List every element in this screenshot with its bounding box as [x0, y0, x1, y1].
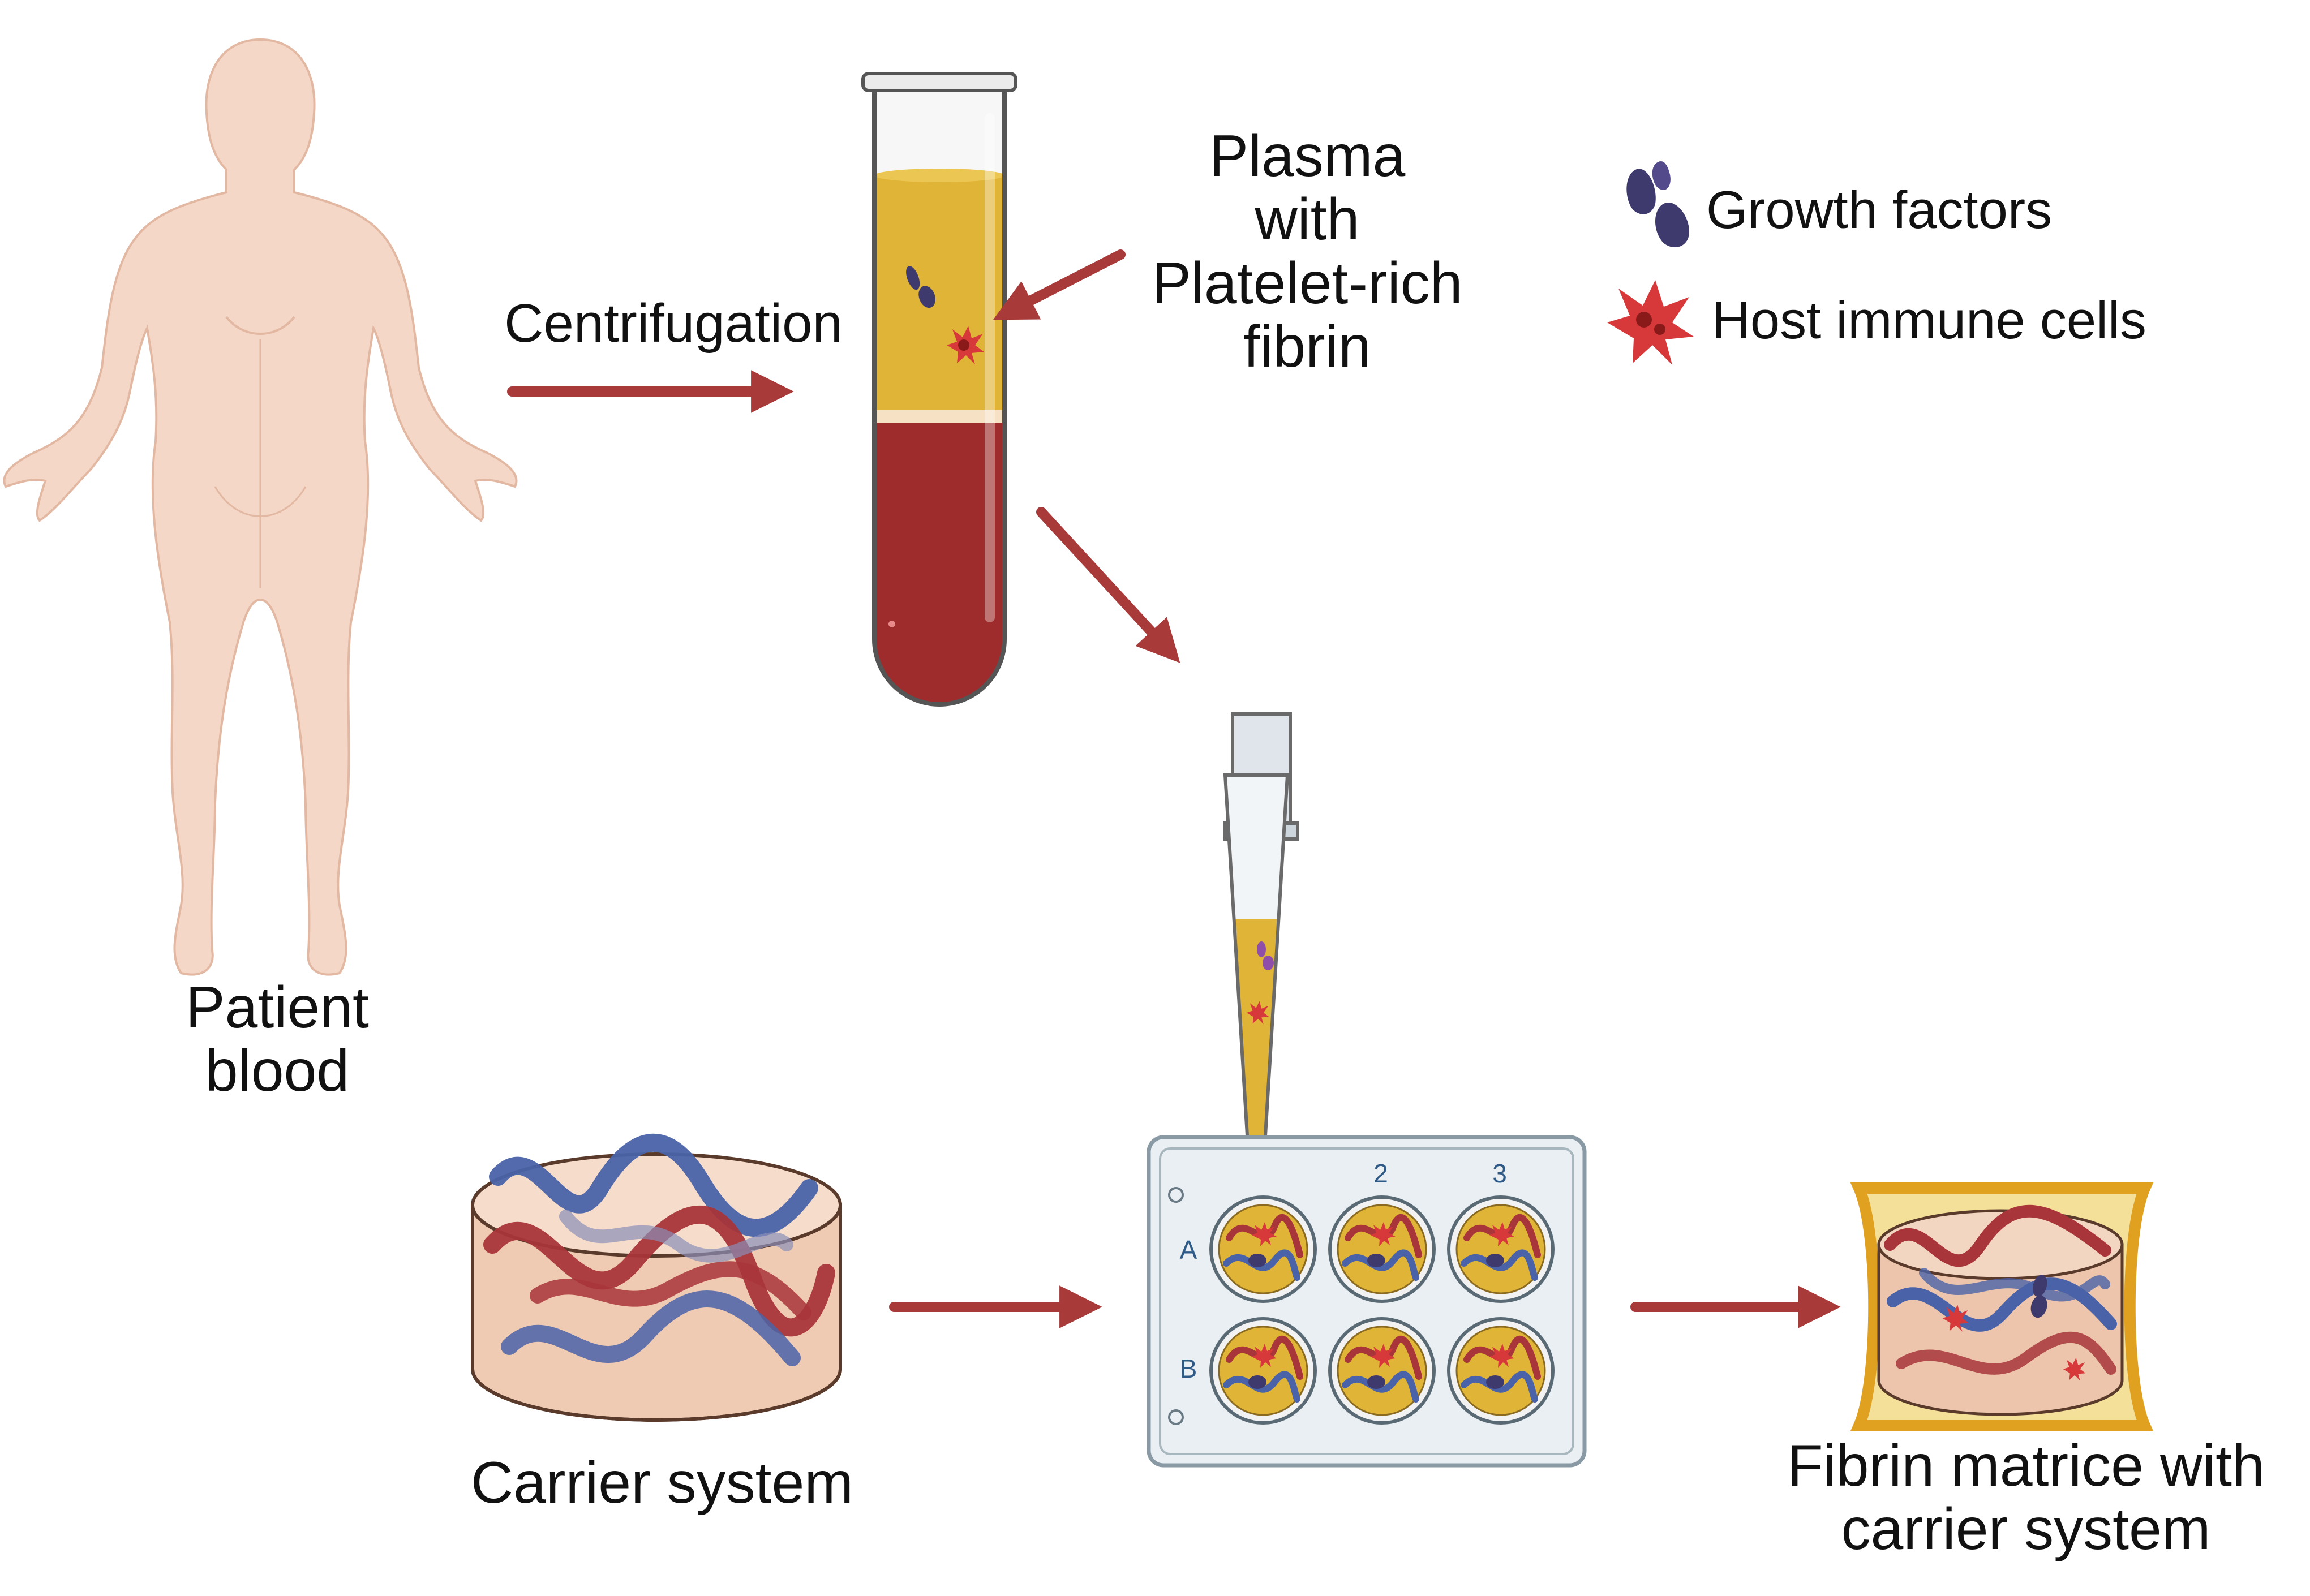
plasma-label-line1: Plasma [1209, 123, 1406, 189]
plate-row-label-B: B [1179, 1354, 1197, 1383]
growth-factor-icon [2030, 1275, 2047, 1318]
immune-cell-icon [947, 326, 984, 364]
plate-well [1447, 1317, 1555, 1425]
plasma-label: Plasma with Platelet-rich fibrin [1104, 123, 1511, 380]
growth-factor-icon [1257, 941, 1274, 970]
fibrin-label-line1: Fibrin matrice with [1787, 1433, 2265, 1499]
plasma-label-line3: Platelet-rich [1152, 250, 1463, 316]
plate-well [1328, 1195, 1436, 1303]
fibrin-matrice-illustration [1850, 1182, 2154, 1431]
plate-column-label-2: 2 [1373, 1159, 1388, 1188]
plate-well [1209, 1317, 1317, 1425]
plate-row-label-A: A [1179, 1235, 1197, 1264]
immune-cell-icon [1942, 1305, 1969, 1332]
carrier-system-illustration [471, 1134, 842, 1422]
arrow-plasma-pointer [993, 249, 1126, 320]
well-plate-illustration [1147, 1135, 1587, 1468]
legend-growth-factors-label: Growth factors [1706, 180, 2053, 239]
carrier-system-label: Carrier system [470, 1450, 854, 1516]
fibrin-label-line2: carrier system [1841, 1496, 2211, 1563]
legend-immune-cell-icon [1607, 280, 1694, 365]
immune-cell-icon [2063, 1357, 2086, 1381]
patient-label-line2: blood [205, 1038, 350, 1104]
test-tube-illustration [861, 72, 1017, 707]
pipette-illustration [1223, 712, 1299, 1193]
centrifugation-label: Centrifugation [504, 293, 843, 354]
growth-factor-icon [906, 266, 935, 308]
plate-column-label-3: 3 [1492, 1159, 1507, 1188]
plate-well [1209, 1195, 1317, 1303]
arrows [507, 249, 1841, 1328]
legend-immune-cells-label: Host immune cells [1712, 290, 2146, 350]
fibrin-matrice-label: Fibrin matrice with carrier system [1743, 1434, 2309, 1561]
patient-label: Patient blood [130, 976, 424, 1103]
plasma-label-line4: fibrin [1243, 313, 1371, 380]
plate-well [1447, 1195, 1555, 1303]
legend-growth-factor-icon [1626, 161, 1689, 248]
immune-cell-icon [1246, 1001, 1269, 1025]
patient-body-illustration [3, 38, 518, 976]
patient-label-line1: Patient [186, 975, 369, 1040]
plate-well [1328, 1317, 1436, 1425]
arrow-tube-to-pipette [1036, 507, 1180, 663]
plasma-label-line2: with [1255, 187, 1360, 253]
